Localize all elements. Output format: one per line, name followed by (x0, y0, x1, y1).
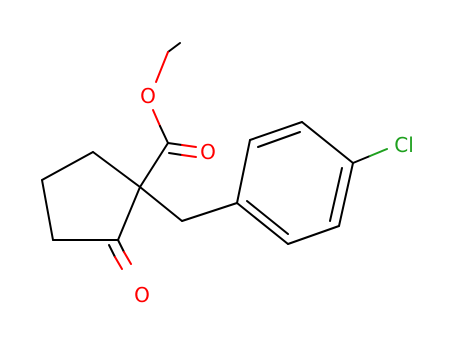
bond-ester-co-black-2 (168, 152, 183, 156)
atom-label-ester-ether-oxygen: O (140, 84, 156, 108)
bond-ar-inner-3 (246, 200, 289, 235)
bond-methyl-o-black (167, 42, 181, 53)
hetero-bonds (108, 42, 388, 270)
bond-ketone-co-red-2 (114, 256, 123, 270)
bond-ar-e (287, 225, 340, 245)
bond-ketone-co-black-2 (108, 244, 116, 258)
bond-ester-co-red-1 (181, 144, 197, 148)
atom-label-ketone-oxygen: O (134, 283, 150, 307)
bond-ester-co-black-1 (167, 142, 183, 146)
bond-methyl-o-red (155, 51, 169, 83)
bond-ring-c4-c3 (41, 179, 54, 241)
bond-ring-c5-c4 (41, 151, 94, 181)
bond-ar-a (236, 139, 251, 204)
bond-ring-c2-c1 (117, 186, 141, 241)
bond-c1-ester-carbon (139, 142, 169, 188)
bond-o-ester-black (159, 125, 169, 144)
bond-c-cl-black (352, 155, 371, 164)
bond-ar-f (236, 202, 289, 245)
bond-ch2-aryl (181, 202, 238, 222)
bond-ester-co-red-2 (181, 154, 197, 158)
carbon-skeleton (41, 121, 354, 245)
atom-label-chlorine: Cl (394, 133, 414, 157)
bond-ar-b (249, 121, 303, 141)
bond-ketone-co-red-1 (123, 251, 132, 265)
atom-label-ester-carbonyl-oxygen: O (200, 140, 216, 164)
bond-ar-inner-2 (329, 167, 343, 222)
bond-ar-inner-1 (257, 131, 301, 148)
bond-ar-c (301, 121, 354, 164)
bond-c-cl-green (369, 148, 388, 157)
bond-ar-d (338, 162, 354, 227)
bond-ketone-co-black-1 (117, 239, 125, 253)
bond-c1-ch2 (139, 186, 183, 222)
bond-ring-c1-c5 (92, 151, 141, 188)
bond-o-ester-red (152, 109, 161, 127)
